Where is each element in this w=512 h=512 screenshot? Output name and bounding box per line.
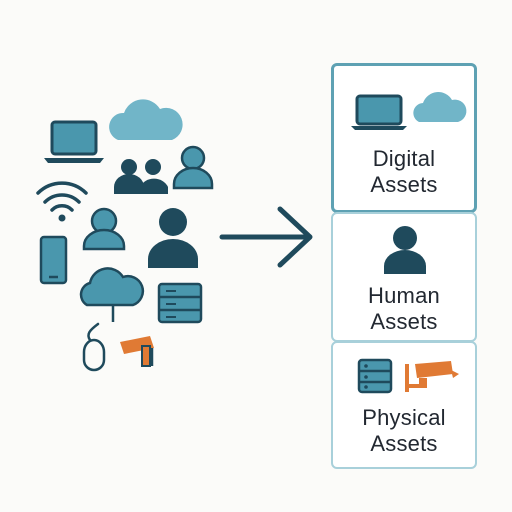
wifi-icon bbox=[36, 181, 88, 222]
security-camera-icon bbox=[405, 361, 459, 392]
panel-label-line2: Assets bbox=[370, 431, 438, 456]
panel-label-line2: Assets bbox=[370, 172, 438, 197]
panel-human-assets: Human Assets bbox=[331, 212, 477, 342]
laptop-icon bbox=[351, 94, 407, 130]
cloud-icon bbox=[413, 92, 467, 122]
laptop-icon bbox=[44, 120, 104, 163]
panel-label-digital: Digital Assets bbox=[334, 146, 474, 198]
person-icon bbox=[384, 226, 426, 274]
panel-label-human: Human Assets bbox=[333, 283, 475, 335]
phone-icon bbox=[39, 235, 68, 285]
mouse-icon bbox=[82, 322, 106, 372]
person-icon bbox=[172, 145, 214, 190]
panel-label-physical: Physical Assets bbox=[333, 405, 475, 457]
panel-label-line1: Human bbox=[368, 283, 440, 308]
server-icon bbox=[157, 282, 203, 324]
person-icon bbox=[148, 208, 198, 268]
people-group-icon bbox=[114, 159, 168, 194]
security-camera-icon bbox=[120, 336, 154, 367]
panel-digital-assets: Digital Assets bbox=[331, 63, 477, 213]
panel-physical-assets: Physical Assets bbox=[331, 341, 477, 469]
cloud-icon bbox=[109, 99, 183, 140]
server-icon bbox=[357, 358, 393, 394]
panel-label-line1: Digital bbox=[372, 146, 436, 171]
panel-label-line1: Physical bbox=[362, 405, 446, 430]
cloud-network-icon bbox=[79, 267, 145, 322]
panel-label-line2: Assets bbox=[370, 309, 438, 334]
person-icon bbox=[82, 207, 126, 251]
